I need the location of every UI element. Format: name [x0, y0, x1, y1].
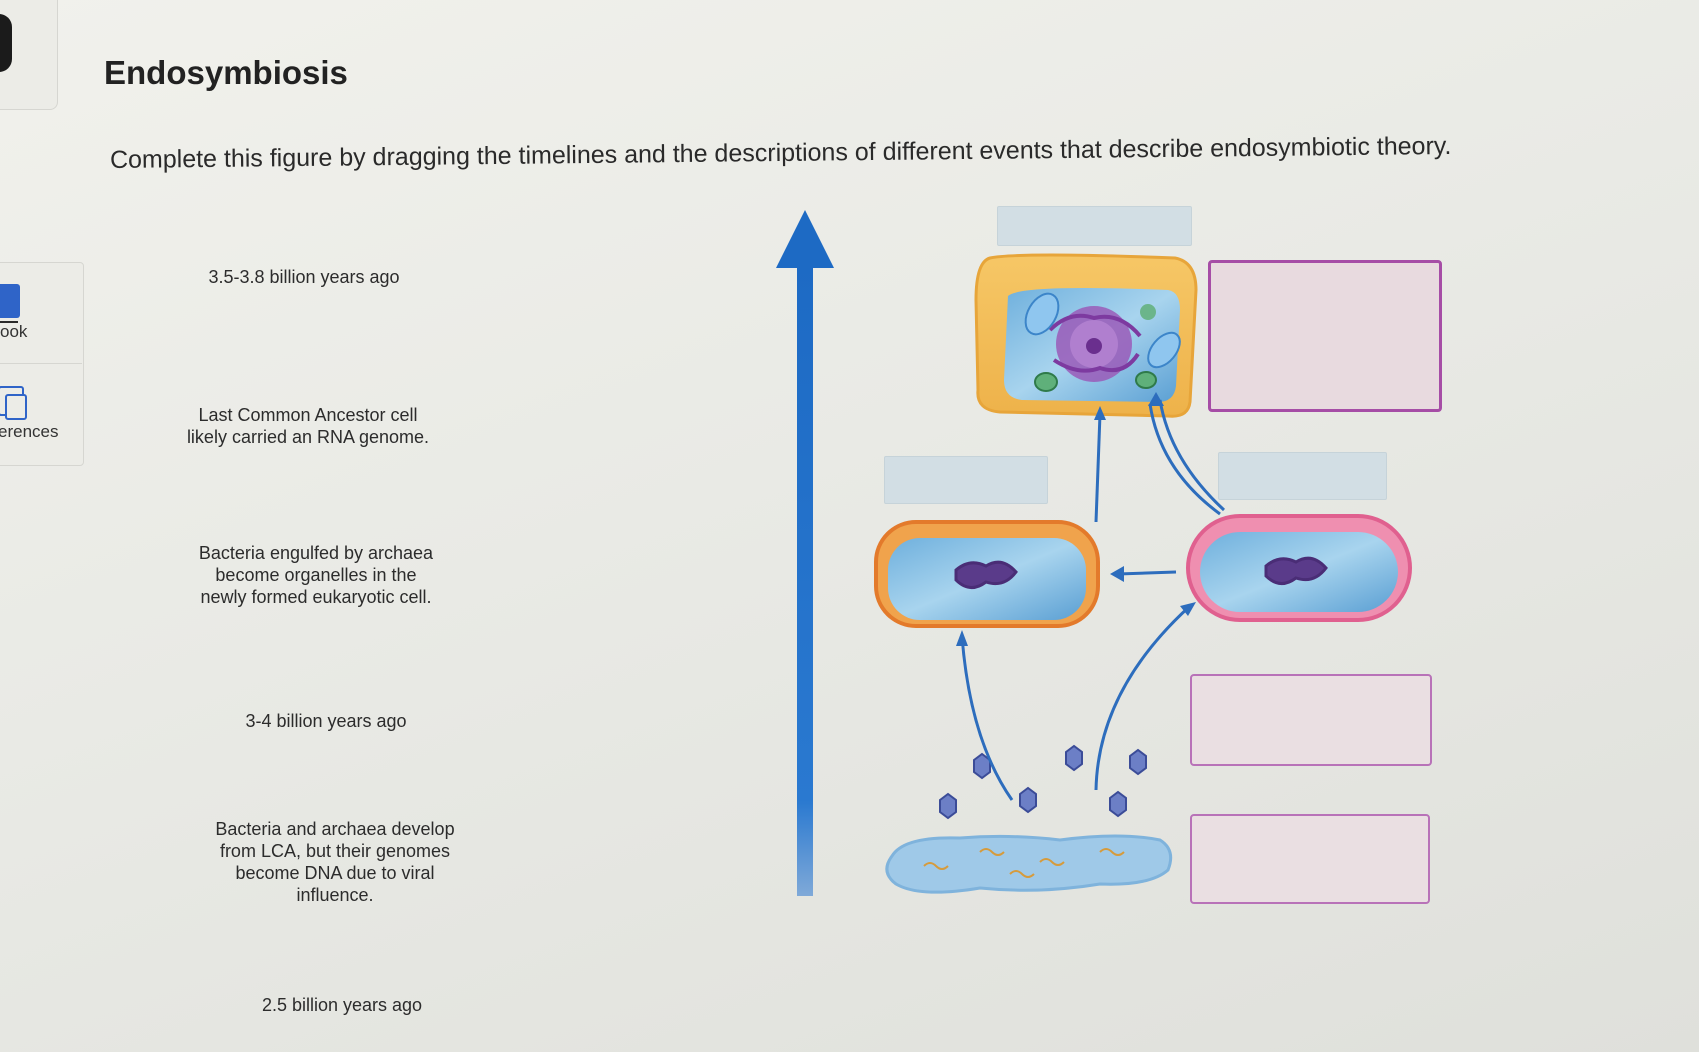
timeline-arrow	[776, 210, 834, 896]
drag-label-description[interactable]: Bacteria and archaea develop from LCA, b…	[215, 819, 455, 905]
label-drop-slot[interactable]	[997, 206, 1192, 246]
page-title: Endosymbiosis	[104, 54, 348, 91]
sidebar-marker	[0, 14, 12, 72]
sidebar-item-label: erences	[0, 422, 59, 441]
drag-label-timeline[interactable]: 2.5 billion years ago	[261, 995, 423, 1015]
lca-cell	[885, 834, 1173, 894]
nucleus	[1048, 306, 1142, 382]
drag-label-timeline[interactable]: 3-4 billion years ago	[245, 711, 407, 731]
references-icon	[0, 386, 27, 420]
description-drop-box[interactable]	[1190, 814, 1430, 904]
sidebar-item-label: ook	[0, 322, 28, 341]
bacterium-cell	[874, 520, 1100, 628]
book-icon	[0, 284, 20, 323]
description-drop-box[interactable]	[1190, 674, 1432, 766]
virus-particles	[939, 744, 1147, 820]
label-drop-slot[interactable]	[1218, 452, 1387, 500]
drag-label-description[interactable]: Bacteria engulfed by archaea become orga…	[198, 543, 434, 607]
sidebar-divider	[0, 363, 82, 364]
process-arrows	[956, 392, 1226, 801]
description-drop-box[interactable]	[1208, 260, 1442, 412]
drag-label-timeline[interactable]: 3.5-3.8 billion years ago	[208, 267, 400, 287]
archaeon-cell	[1186, 514, 1412, 622]
eukaryotic-cell	[974, 253, 1198, 418]
drag-label-description[interactable]: Last Common Ancestor cell likely carried…	[186, 405, 430, 447]
label-drop-slot[interactable]	[884, 456, 1048, 504]
